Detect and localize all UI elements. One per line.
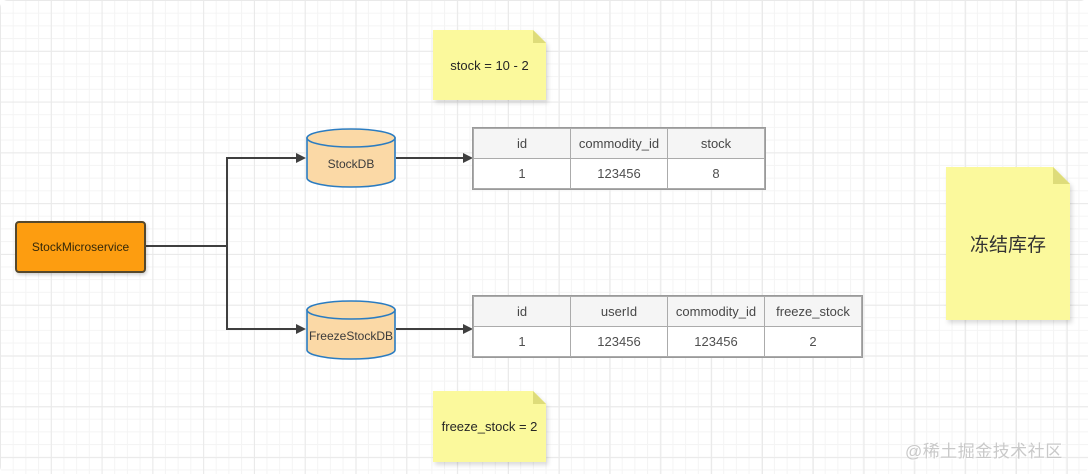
cell-freeze-stock: 2 [764, 326, 862, 357]
connector-service-trunk [146, 245, 227, 247]
connector-stockdb-to-table [396, 157, 465, 159]
cell-userid: 123456 [570, 326, 668, 357]
column-header-commodity-id: commodity_id [667, 296, 765, 327]
connector-branch-vertical [226, 157, 228, 330]
column-header-freeze-stock: freeze_stock [764, 296, 862, 327]
arrowhead-stock-table-icon [463, 153, 473, 163]
stockdb-label: StockDB [327, 157, 375, 171]
note-stock-formula: stock = 10 - 2 [433, 30, 546, 100]
connector-to-stockdb [226, 157, 298, 159]
stock-table: id commodity_id stock 1 123456 8 [473, 128, 765, 189]
freezestockdb-label: FreezeStockDB [308, 329, 394, 343]
arrowhead-freezedb-icon [296, 324, 306, 334]
cell-id: 1 [473, 158, 571, 189]
column-header-id: id [473, 296, 571, 327]
arrowhead-freeze-table-icon [463, 324, 473, 334]
freezestockdb-cylinder: FreezeStockDB [306, 300, 396, 360]
table-row: 1 123456 8 [473, 158, 765, 189]
column-header-commodity-id: commodity_id [570, 128, 668, 159]
arrowhead-stockdb-icon [296, 153, 306, 163]
cell-stock: 8 [667, 158, 765, 189]
column-header-userid: userId [570, 296, 668, 327]
note-freeze-formula-text: freeze_stock = 2 [441, 419, 538, 434]
cell-commodity-id: 123456 [570, 158, 668, 189]
watermark: @稀土掘金技术社区 [905, 442, 1063, 461]
cell-commodity-id: 123456 [667, 326, 765, 357]
stock-table-header-row: id commodity_id stock [473, 128, 765, 159]
stockdb-cylinder: StockDB [306, 128, 396, 188]
note-freeze-title-text: 冻结库存 [969, 235, 1046, 256]
table-row: 1 123456 123456 2 [473, 326, 862, 357]
note-freeze-formula: freeze_stock = 2 [433, 391, 546, 462]
database-cylinder-icon [306, 300, 396, 360]
note-stock-formula-text: stock = 10 - 2 [450, 57, 529, 73]
connector-to-freezedb [226, 328, 298, 330]
database-cylinder-icon [306, 128, 396, 188]
stock-microservice-label: StockMicroservice [31, 240, 130, 254]
column-header-stock: stock [667, 128, 765, 159]
note-freeze-title: 冻结库存 [946, 167, 1070, 320]
connector-freezedb-to-table [396, 328, 465, 330]
cell-id: 1 [473, 326, 571, 357]
column-header-id: id [473, 128, 571, 159]
freeze-stock-table: id userId commodity_id freeze_stock 1 12… [473, 296, 862, 357]
freeze-table-header-row: id userId commodity_id freeze_stock [473, 296, 862, 327]
stock-microservice-box: StockMicroservice [15, 221, 146, 273]
